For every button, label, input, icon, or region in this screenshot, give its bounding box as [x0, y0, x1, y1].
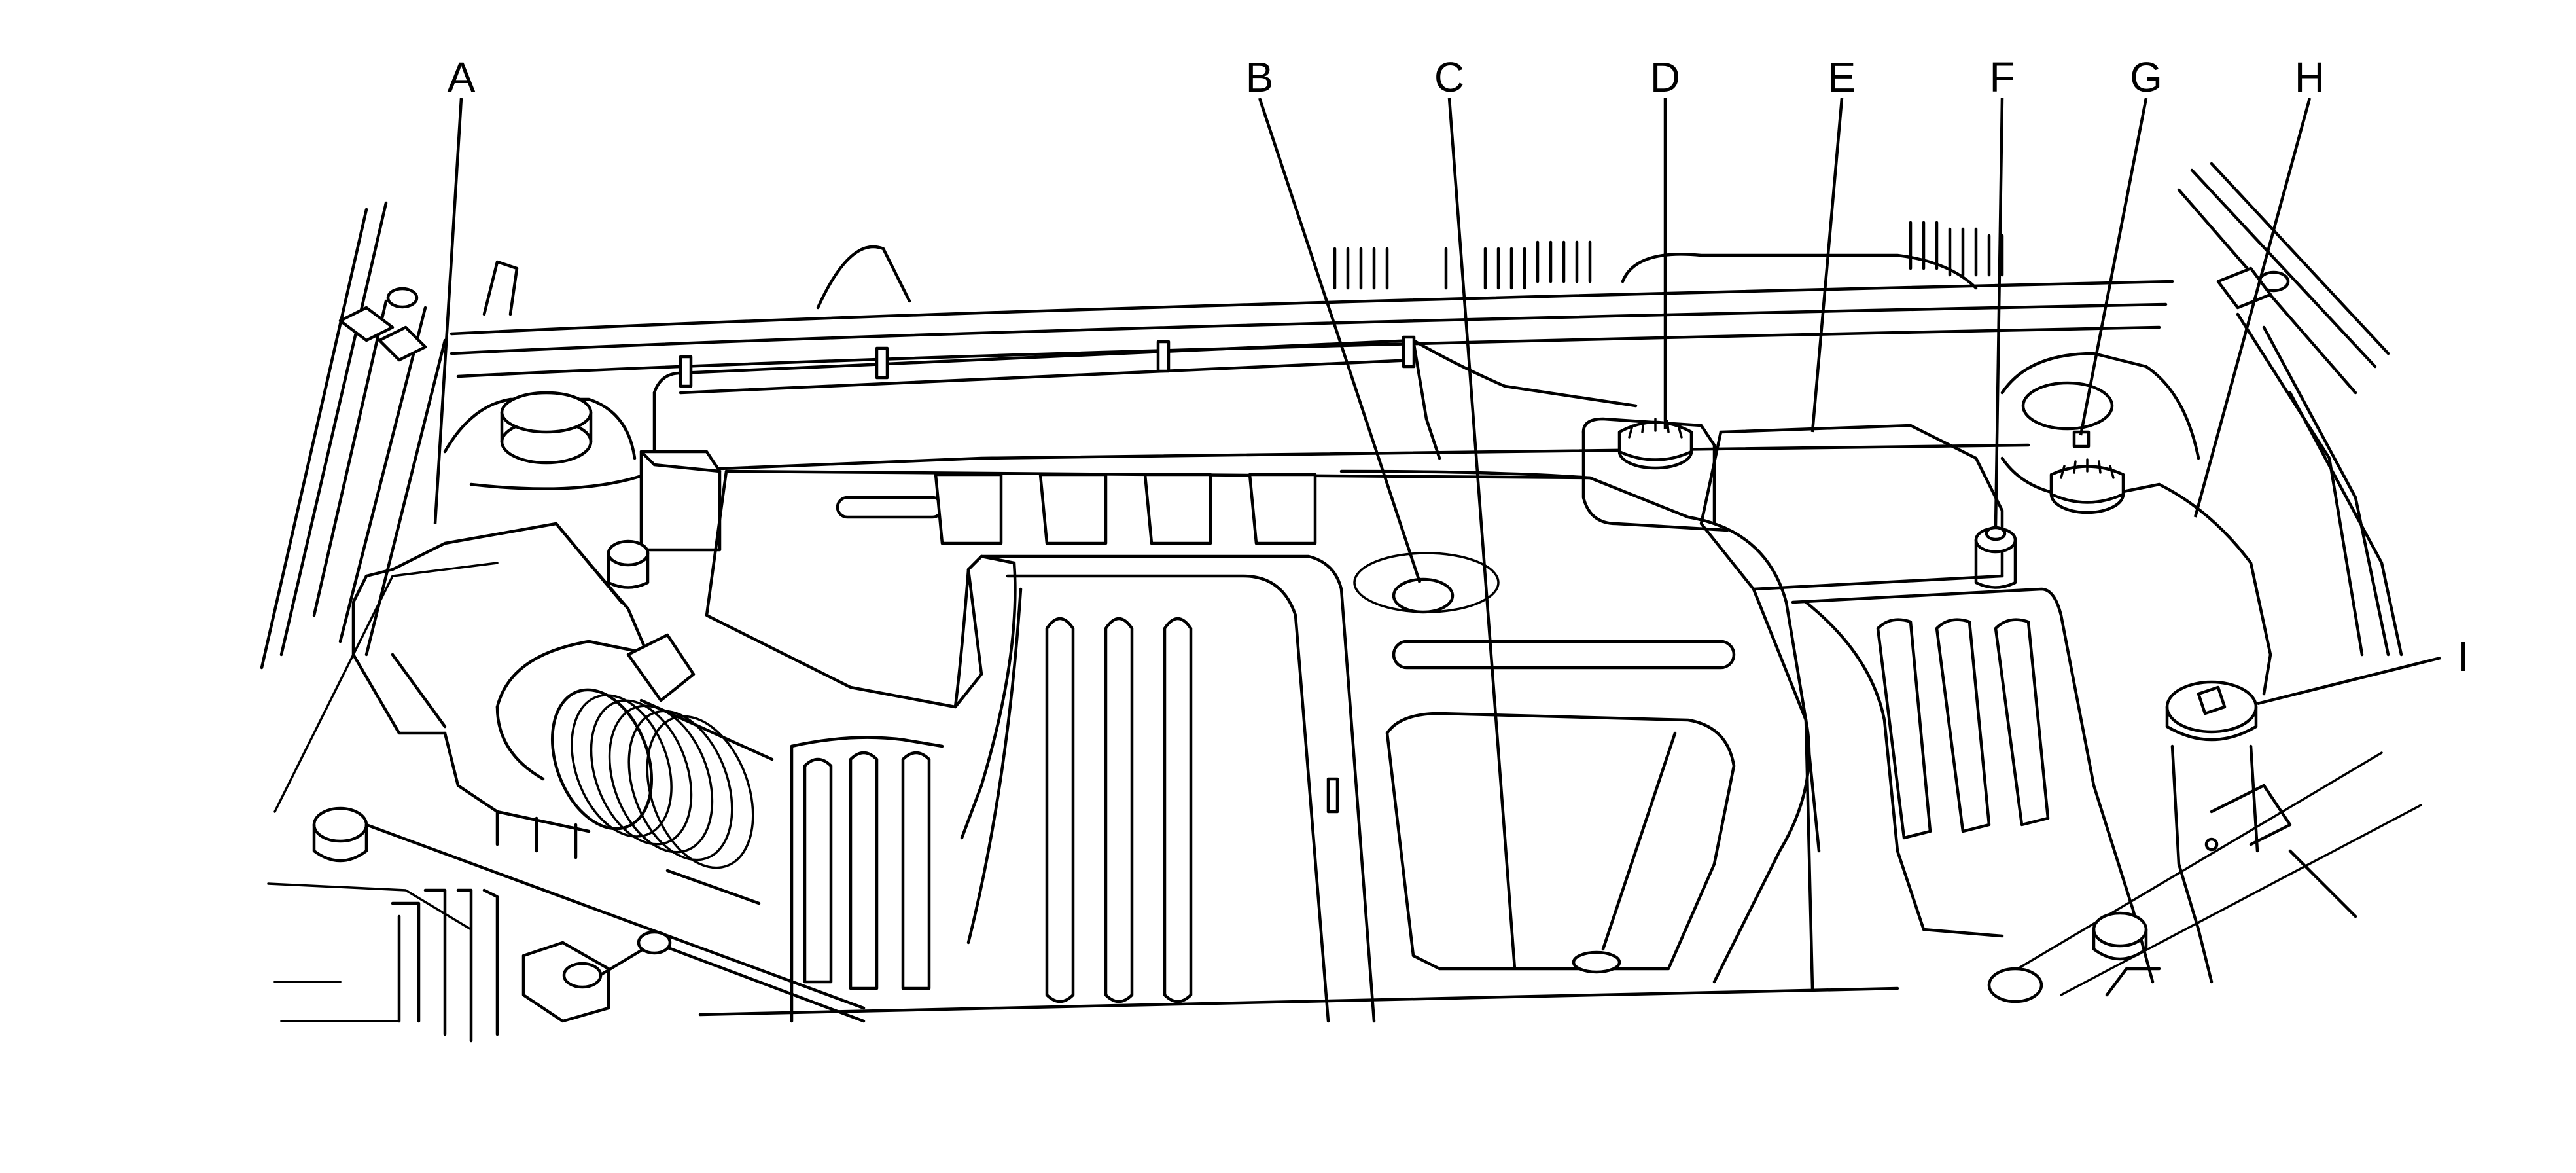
- callout-labels: A B C D E F G H I: [448, 54, 2469, 680]
- callout-label-c: C: [1434, 54, 1464, 101]
- right-strut-tower: [2000, 352, 2272, 696]
- cowl-vents: [1333, 221, 2004, 290]
- intake-duct: [495, 539, 774, 905]
- callout-label-f: F: [1989, 54, 2015, 101]
- leader-e: [1810, 98, 1844, 433]
- callout-label-g: G: [2130, 54, 2162, 101]
- leader-c: [1447, 98, 1517, 969]
- leader-g: [2079, 98, 2148, 436]
- callout-label-h: H: [2295, 54, 2325, 101]
- callout-leaders: [433, 98, 2441, 969]
- leader-h: [2193, 98, 2312, 518]
- intake-manifold: [1339, 469, 1811, 984]
- right-fender: [1994, 162, 2422, 996]
- coolant-reservoir: [1581, 417, 1729, 532]
- callout-label-b: B: [1246, 54, 1274, 101]
- connector-box: [639, 450, 722, 552]
- air-cleaner-housing: [312, 522, 650, 863]
- underhood-fuse-block: [1699, 424, 2155, 990]
- lower-lines: [364, 823, 866, 1043]
- cowl-panel: [450, 221, 2174, 490]
- leader-i: [2257, 656, 2441, 706]
- brake-fluid-reservoir: [1974, 526, 2017, 589]
- left-strut-tower: [338, 266, 2290, 465]
- wiring-harness: [652, 335, 1638, 460]
- left-fender: [260, 201, 499, 1022]
- leader-a: [433, 98, 463, 524]
- leader-f: [1994, 98, 2004, 528]
- engine-cover: [698, 469, 1899, 1023]
- leader-b: [1258, 98, 1422, 583]
- callout-label-d: D: [1650, 54, 1680, 101]
- callout-label-e: E: [1828, 54, 1856, 101]
- washer-fluid-reservoir: [2165, 680, 2259, 984]
- callout-label-a: A: [448, 54, 476, 101]
- lower-right-area: [1987, 784, 2357, 1003]
- callout-label-i: I: [2458, 633, 2469, 680]
